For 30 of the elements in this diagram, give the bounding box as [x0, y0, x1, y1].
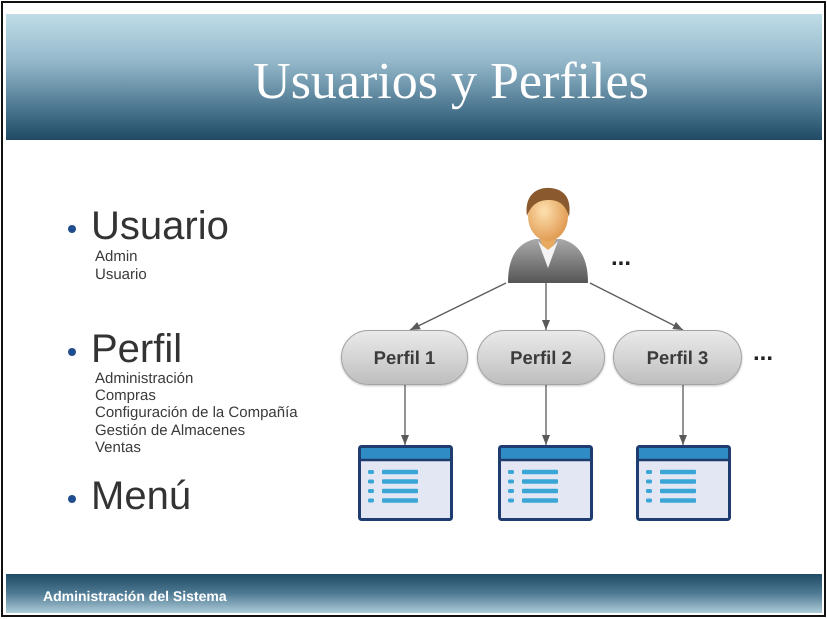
arrow [679, 385, 687, 445]
list-item: Compras [95, 387, 156, 405]
node-label: Perfil 1 [374, 346, 436, 368]
rounded-node [341, 330, 468, 385]
list-heading: Usuario [91, 203, 229, 249]
list-item: Ventas [95, 439, 141, 457]
list-item: Gestión de Almacenes [95, 422, 246, 440]
rounded-node [477, 330, 605, 385]
more-ellipsis: ... [611, 246, 632, 270]
list-heading: Perfil [91, 326, 182, 372]
arrow [401, 385, 409, 445]
list-item: Usuario [95, 266, 147, 284]
footer-text: Administración del Sistema [43, 588, 227, 604]
list-item: Admin [95, 248, 138, 266]
list-window-icon [498, 445, 593, 521]
list-window-icon [636, 445, 731, 521]
node-label: Perfil 3 [646, 346, 708, 368]
list-window-icon [358, 445, 453, 521]
list-item: Configuración de la Compañía [95, 404, 298, 422]
arrow [410, 282, 506, 331]
arrow [542, 385, 550, 445]
list-heading: Menú [91, 473, 192, 519]
slide-title: Usuarios y Perfiles [253, 52, 649, 112]
person-icon [505, 186, 591, 283]
more-ellipsis: ... [753, 341, 774, 365]
rounded-node [613, 330, 742, 385]
arrow [542, 283, 550, 330]
arrow [590, 282, 684, 331]
node-label: Perfil 2 [510, 346, 572, 368]
list-item: Administración [95, 370, 194, 388]
